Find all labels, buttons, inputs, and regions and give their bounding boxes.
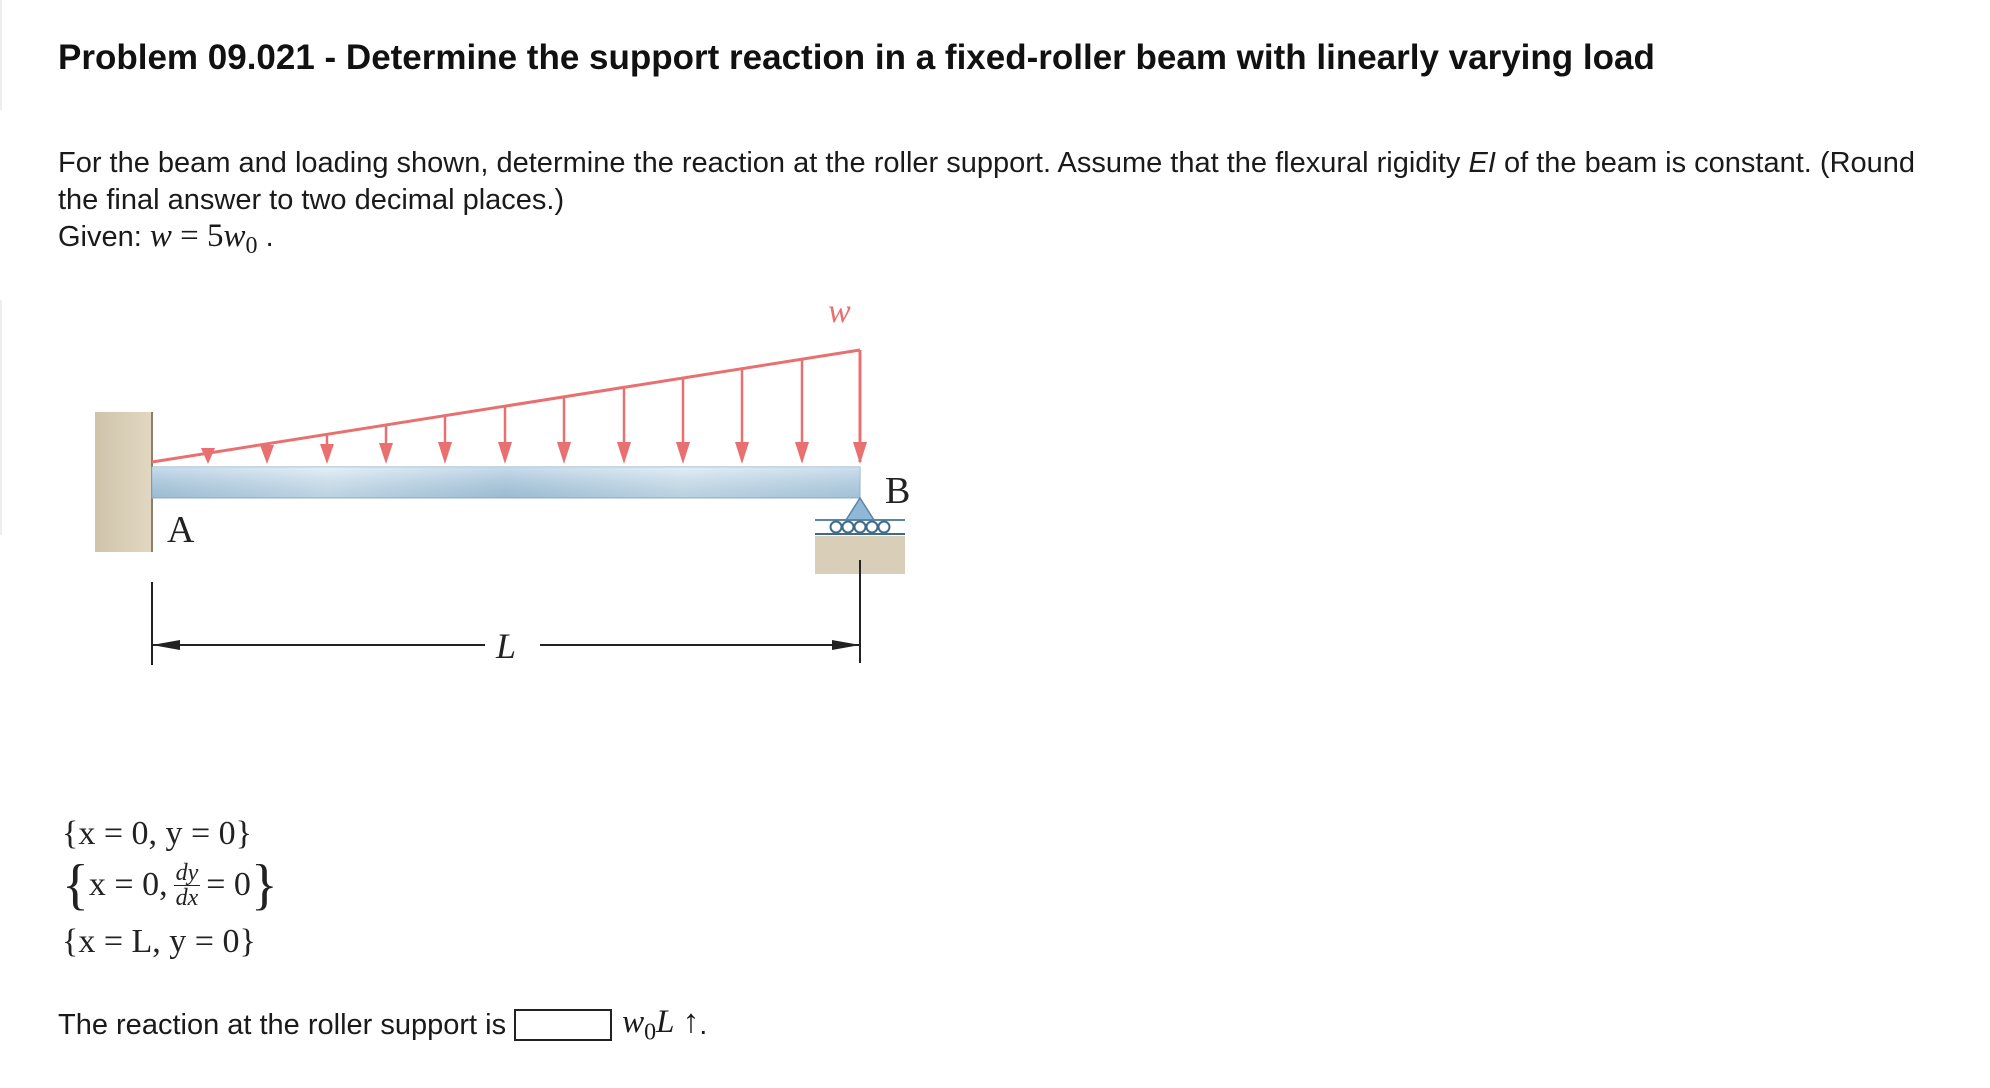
problem-title: Problem 09.021 - Determine the support r… bbox=[58, 38, 1655, 77]
beam-diagram: w A B L bbox=[95, 293, 910, 666]
given-line: Given: w = 5w0 . bbox=[58, 218, 274, 265]
given-w: w bbox=[149, 218, 172, 254]
dim-arrow-right bbox=[832, 640, 860, 650]
span-label: L bbox=[495, 626, 516, 666]
load-arrow-5 bbox=[438, 415, 452, 464]
load-arrow-10 bbox=[735, 369, 749, 464]
answer-units: w0L ↑ bbox=[622, 1004, 699, 1047]
unit-l: L bbox=[656, 1004, 675, 1040]
answer-prefix: The reaction at the roller support is bbox=[58, 1008, 507, 1041]
condition-2-left: x = 0, bbox=[88, 866, 168, 903]
given-label: Given: bbox=[58, 221, 150, 253]
problem-statement: For the beam and loading shown, determin… bbox=[58, 145, 1938, 219]
condition-1: {x = 0, y = 0} bbox=[62, 815, 252, 852]
load-arrow-3 bbox=[320, 434, 334, 464]
beam-shading bbox=[152, 467, 860, 498]
distributed-load bbox=[151, 348, 867, 464]
load-arrow-2 bbox=[260, 444, 274, 464]
roller-5 bbox=[877, 520, 891, 534]
up-arrow-icon: ↑ bbox=[682, 1004, 700, 1040]
unit-w: w bbox=[622, 1004, 645, 1040]
reaction-answer-input[interactable] bbox=[514, 1009, 613, 1042]
load-arrow-6 bbox=[498, 406, 512, 464]
statement-part-2: of the beam is constant. (Round the fina… bbox=[58, 147, 1916, 216]
fixed-wall bbox=[95, 412, 153, 552]
load-arrow-7 bbox=[557, 397, 571, 464]
support-triangle bbox=[844, 496, 876, 521]
load-arrow-12 bbox=[853, 350, 867, 464]
given-equals: = 5 bbox=[171, 218, 224, 254]
given-end: . bbox=[257, 221, 274, 253]
load-arrow-1 bbox=[201, 448, 215, 464]
roller-support bbox=[815, 496, 905, 574]
condition-2-open-brace: { bbox=[62, 854, 89, 916]
left-border-top bbox=[0, 0, 2, 110]
derivative-numerator: dy bbox=[173, 859, 201, 886]
answer-line: The reaction at the roller support is w0… bbox=[58, 1004, 707, 1047]
roller-4 bbox=[865, 520, 879, 534]
load-arrow-11 bbox=[795, 359, 809, 464]
support-a-label: A bbox=[167, 509, 195, 551]
dim-arrow-left bbox=[152, 640, 180, 650]
load-arrow-4 bbox=[379, 425, 393, 464]
support-b-label: B bbox=[885, 470, 910, 512]
load-label: w bbox=[828, 293, 851, 330]
roller-1 bbox=[829, 520, 843, 534]
flexural-rigidity-symbol: EI bbox=[1468, 147, 1496, 179]
load-arrow-8 bbox=[617, 387, 631, 464]
condition-2-close-brace: } bbox=[250, 854, 278, 916]
roller-2 bbox=[841, 520, 855, 534]
load-arrow-9 bbox=[676, 378, 690, 464]
condition-3: {x = L, y = 0} bbox=[62, 923, 256, 960]
answer-suffix: . bbox=[699, 1008, 708, 1041]
roller-3 bbox=[853, 520, 867, 534]
given-w0: w bbox=[223, 218, 246, 254]
given-w0-subscript: 0 bbox=[245, 232, 258, 259]
unit-subscript: 0 bbox=[644, 1019, 657, 1046]
span-dimension bbox=[151, 560, 861, 665]
derivative-denominator: dx bbox=[175, 884, 199, 911]
statement-part-1: For the beam and loading shown, determin… bbox=[58, 147, 1469, 179]
left-border-mid bbox=[0, 300, 2, 535]
condition-2-right: = 0 bbox=[206, 866, 251, 903]
